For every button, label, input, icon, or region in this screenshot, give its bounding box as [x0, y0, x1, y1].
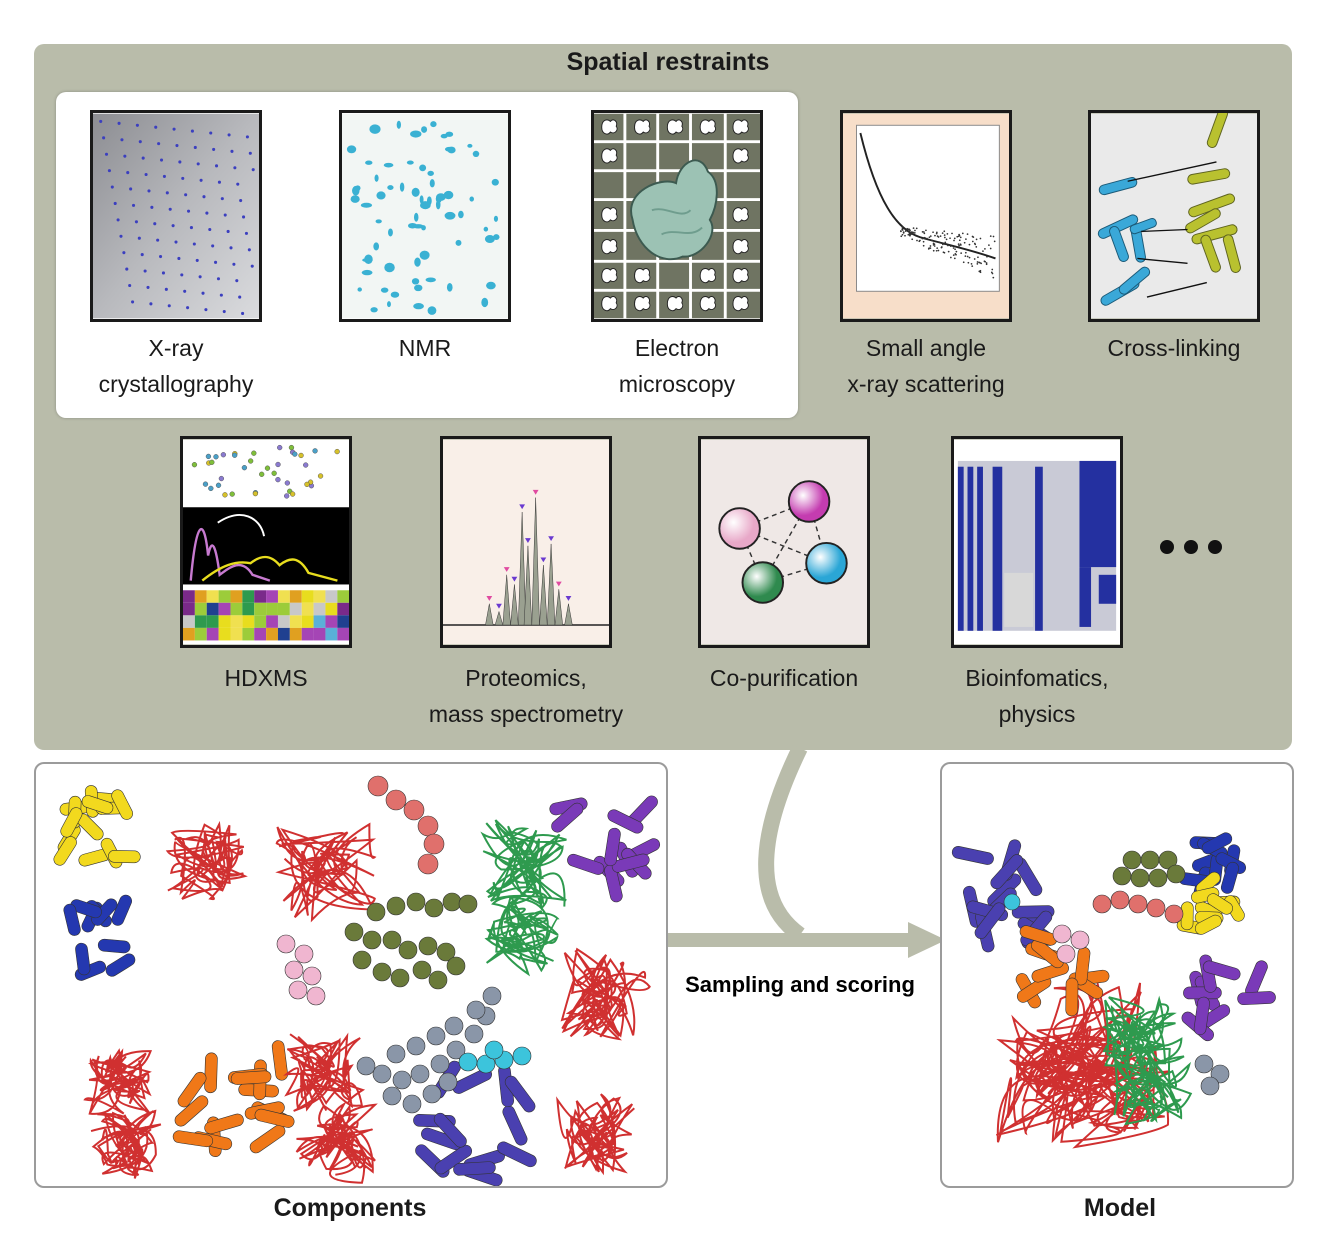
components-label: Components	[273, 1194, 427, 1222]
panel-title: Spatial restraints	[566, 48, 770, 76]
components-box	[34, 762, 668, 1188]
sampling-scoring-label: Sampling and scoring	[685, 972, 915, 997]
label-crosslinking: Cross-linking	[1107, 335, 1241, 361]
xray-tile	[90, 110, 262, 322]
saxs-tile	[840, 110, 1012, 322]
nmr-tile	[339, 110, 511, 322]
components-image	[53, 775, 661, 1186]
copurification-tile	[698, 436, 870, 648]
label-copurification: Co-purification	[709, 665, 859, 691]
copurification-network-image	[701, 439, 867, 645]
mass-spectrum-image	[443, 439, 609, 645]
label-nmr: NMR	[398, 335, 452, 361]
hdxms-tile	[180, 436, 352, 648]
em-density-image	[594, 113, 760, 319]
sequence-alignment-image	[954, 439, 1120, 645]
xray-diffraction-image	[93, 113, 259, 319]
label-bioinformatics: Bioinfomatics,physics	[965, 665, 1109, 727]
label-hdxms: HDXMS	[224, 665, 308, 691]
more-ellipsis	[1160, 540, 1232, 559]
model-label: Model	[1083, 1194, 1157, 1222]
proteomics-tile	[440, 436, 612, 648]
model-image	[951, 832, 1276, 1149]
saxs-curve-image	[843, 113, 1009, 319]
crosslinking-tile	[1088, 110, 1260, 322]
model-box	[940, 762, 1294, 1188]
label-proteomics: Proteomics,mass spectrometry	[428, 665, 624, 727]
em-tile	[591, 110, 763, 322]
bioinformatics-tile	[951, 436, 1123, 648]
crosslinking-image	[1091, 113, 1257, 319]
nmr-spectrum-image	[342, 113, 508, 319]
hdxms-image	[183, 439, 349, 645]
